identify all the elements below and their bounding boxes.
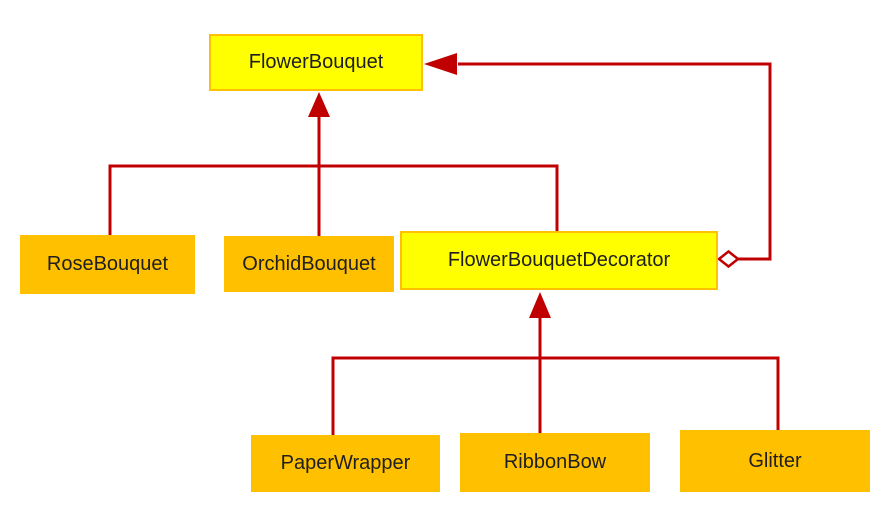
aggregation-edge: [458, 62, 772, 261]
class-label-glitter: Glitter: [748, 449, 802, 472]
arrowhead-up-decorator-icon: [529, 292, 551, 318]
class-label-rosebouquet: RoseBouquet: [46, 253, 169, 275]
arrowhead-left-flowerbouquet-icon: [424, 53, 457, 75]
class-label-flowerbouquet: FlowerBouquet: [248, 51, 384, 73]
inheritance-branch-upper: [108, 164, 559, 235]
class-box-flowerbouquet: FlowerBouquet: [209, 34, 423, 91]
class-box-flowerbouquetdecorator: FlowerBouquetDecorator: [400, 231, 718, 290]
class-box-orchidbouquet: OrchidBouquet: [224, 236, 394, 292]
class-box-ribbonbow: RibbonBow: [460, 433, 650, 492]
class-box-glitter: Glitter: [680, 430, 870, 492]
class-label-orchidbouquet: OrchidBouquet: [242, 252, 376, 275]
class-label-ribbonbow: RibbonBow: [503, 451, 607, 473]
class-label-paperwrapper: PaperWrapper: [280, 452, 411, 474]
class-box-rosebouquet: RoseBouquet: [20, 235, 195, 294]
inheritance-branch-lower: [331, 356, 780, 435]
aggregation-diamond-icon: [716, 249, 741, 269]
arrowhead-up-flowerbouquet-icon: [308, 92, 330, 117]
class-box-paperwrapper: PaperWrapper: [251, 435, 440, 492]
class-label-flowerbouquetdecorator: FlowerBouquetDecorator: [447, 249, 671, 271]
